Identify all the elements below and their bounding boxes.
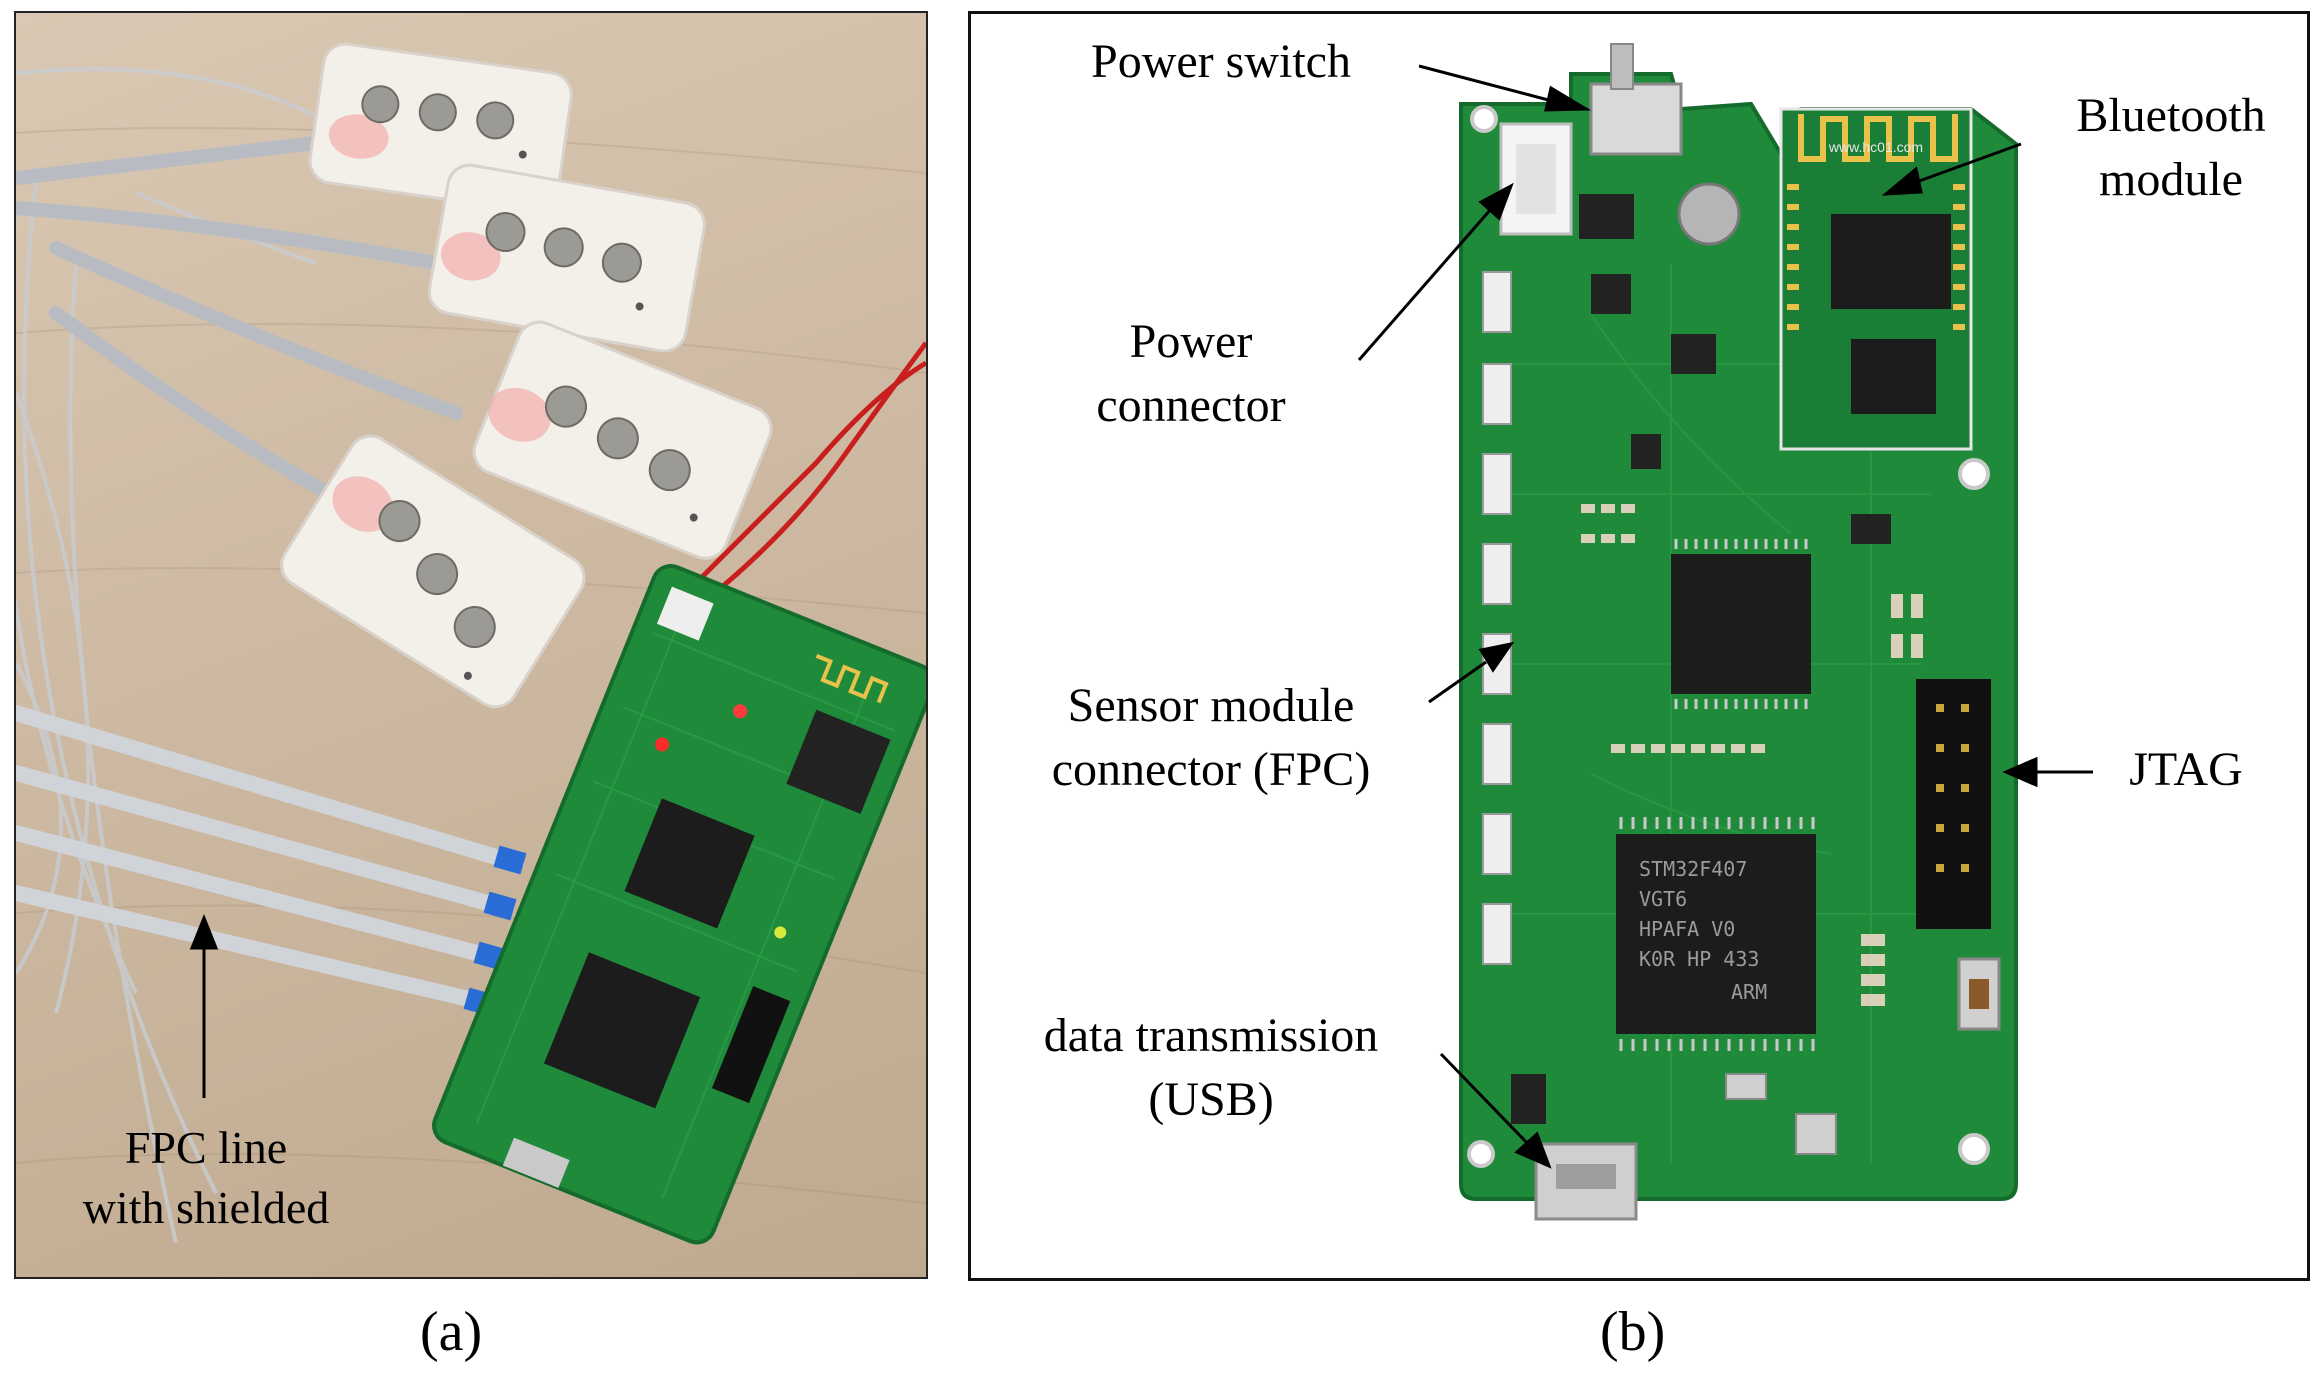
- fpc-label-line1: FPC line: [124, 1122, 288, 1173]
- power-connector-label: Power connector: [1071, 310, 1311, 438]
- annotated-pcb: www.hc01.com STM32F407 VGT6 HPAFA V0 K0R…: [1357, 43, 2093, 1221]
- sensor-module-3: [472, 320, 773, 560]
- pcb-board-photo: [432, 564, 926, 1245]
- sensor-module-4: [280, 434, 586, 709]
- upper-chip: [1671, 539, 1811, 709]
- power-switch-label: Power switch: [1091, 35, 1351, 88]
- bluetooth-module: [1779, 107, 1973, 451]
- jtag-label: JTAG: [2129, 743, 2243, 796]
- chip-text-3: K0R HP 433: [1639, 947, 1759, 971]
- jtag-header: [1916, 679, 1991, 929]
- sensor-label-line2: connector (FPC): [1051, 743, 1371, 796]
- bluetooth-label-line1: Bluetooth: [2076, 89, 2266, 142]
- chip-text-4: ARM: [1731, 980, 1767, 1004]
- chip-text-0: STM32F407: [1639, 857, 1747, 881]
- caption-a: (a): [420, 1301, 483, 1363]
- annotated-panel-b: www.hc01.com STM32F407 VGT6 HPAFA V0 K0R…: [968, 11, 2310, 1281]
- power-switch: [1589, 82, 1683, 156]
- power-connector-line1: Power: [1129, 315, 1253, 368]
- sensor-connector-label: Sensor module connector (FPC): [1011, 674, 1411, 802]
- fpc-line-label: FPC line with shielded: [56, 1118, 356, 1238]
- power-connector-line2: connector: [1096, 379, 1286, 432]
- chip-text-2: HPAFA V0: [1639, 917, 1735, 941]
- sensor-module-2: [427, 163, 706, 353]
- photo-panel-a: FPC line with shielded: [14, 11, 928, 1279]
- chip-text-1: VGT6: [1639, 887, 1687, 911]
- caption-b: (b): [1600, 1301, 1666, 1363]
- photo-sensors-and-board: [16, 42, 926, 1245]
- bluetooth-label: Bluetooth module: [2051, 84, 2291, 212]
- mcu-chip: [1616, 817, 1816, 1051]
- sensor-label-line1: Sensor module: [1067, 679, 1355, 732]
- usb-label: data transmission (USB): [991, 1004, 1431, 1132]
- usb-label-line1: data transmission: [1043, 1009, 1379, 1062]
- fpc-arrow: [189, 913, 219, 1098]
- annotation-arrows: [1357, 64, 2093, 1169]
- usb-label-line2: (USB): [1148, 1073, 1274, 1126]
- bluetooth-label-line2: module: [2099, 153, 2243, 206]
- fpc-label-line2: with shielded: [82, 1182, 330, 1233]
- bt-url-text: www.hc01.com: [1828, 139, 1923, 155]
